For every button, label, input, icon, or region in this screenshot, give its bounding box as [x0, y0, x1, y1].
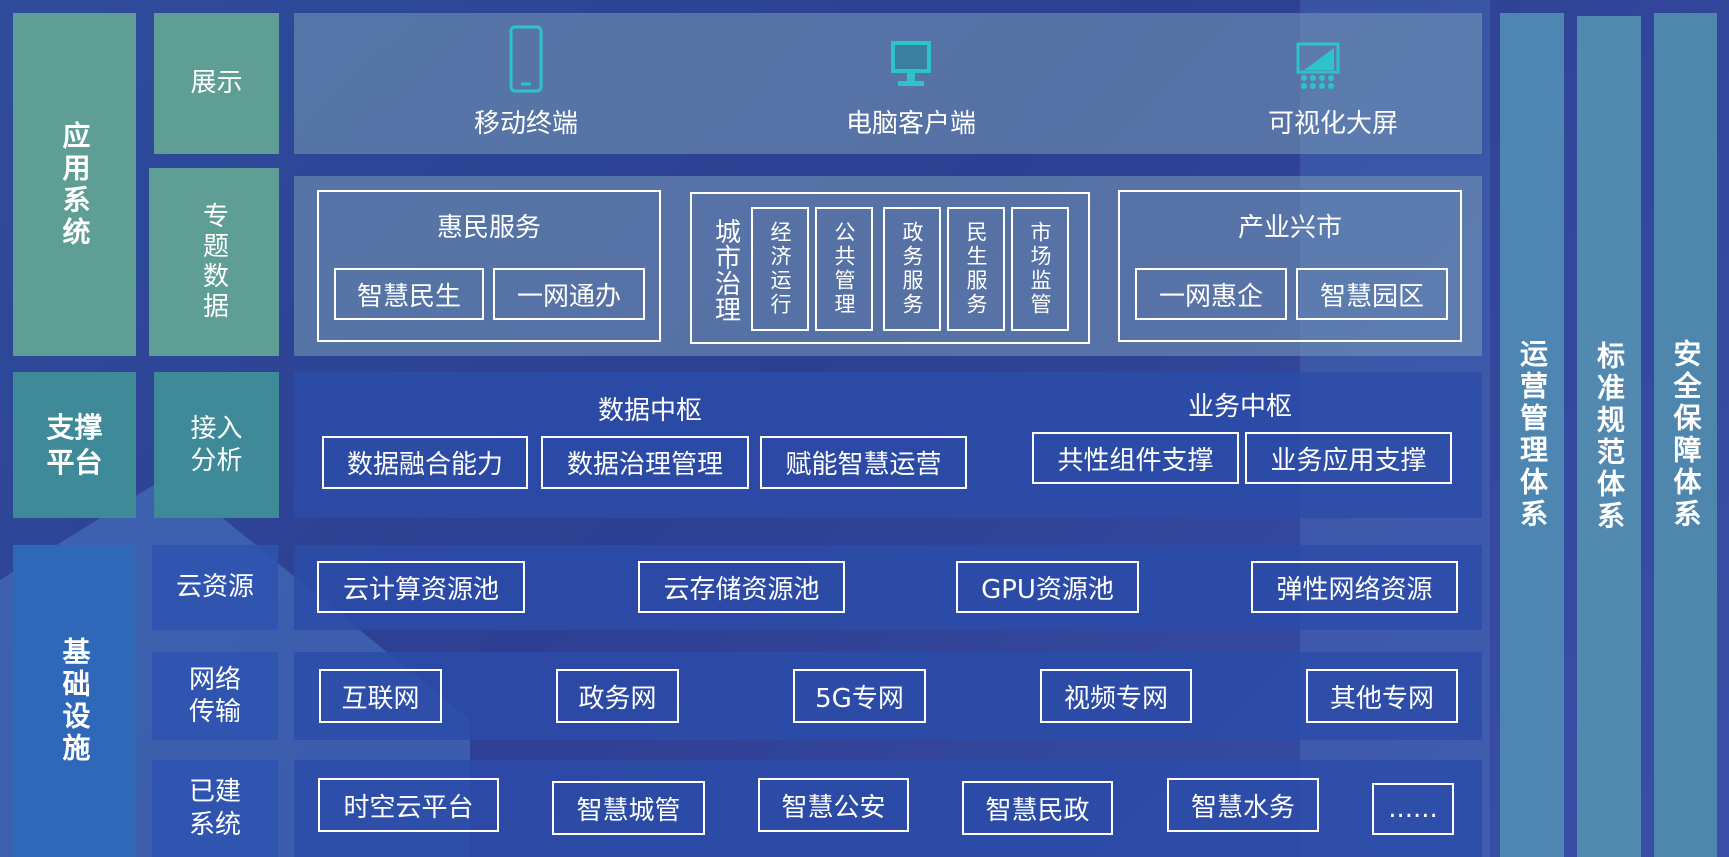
support-panel [294, 372, 1482, 518]
built-item-3: 智慧民政 [962, 781, 1113, 835]
network-item-0: 互联网 [319, 669, 442, 723]
industry-item-0: 一网惠企 [1135, 268, 1287, 320]
layer-support: 支撑平台 [13, 372, 136, 518]
city-item-1: 公共管理 [815, 207, 873, 331]
display-item-bigscreen: 可视化大屏 [1267, 109, 1398, 139]
network-item-4: 其他专网 [1306, 669, 1458, 723]
cloud-item-1: 云存储资源池 [638, 561, 845, 613]
sublabel-topic-data: 专题数据 [149, 168, 279, 356]
city-item-2: 政务服务 [883, 207, 941, 331]
huimin-item-0: 智慧民生 [334, 268, 484, 320]
huimin-title: 惠民服务 [436, 213, 541, 243]
layer-support-text: 支撑平台 [46, 411, 103, 479]
network-item-3: 视频专网 [1040, 669, 1192, 723]
pillar-operations: 运营管理体系 [1500, 13, 1564, 857]
display-item-mobile: 移动终端 [473, 109, 578, 139]
pillar-standards: 标准规范体系 [1577, 16, 1641, 857]
city-item-0: 经济运行 [751, 207, 809, 331]
industry-item-1: 智慧园区 [1296, 268, 1448, 320]
data-hub-item-2: 赋能智慧运营 [760, 436, 967, 489]
network-panel [294, 652, 1482, 740]
network-item-2: 5G专网 [793, 669, 926, 723]
sublabel-display: 展示 [154, 13, 279, 154]
display-panel [294, 13, 1482, 154]
huimin-item-1: 一网通办 [493, 268, 645, 320]
biz-hub-item-0: 共性组件支撑 [1032, 432, 1239, 484]
big-screen-icon [1296, 42, 1340, 89]
biz-hub-item-1: 业务应用支撑 [1245, 432, 1452, 484]
city-group [690, 192, 1090, 344]
city-item-4: 市场监管 [1011, 207, 1069, 331]
city-title: 城市治理 [710, 218, 741, 322]
built-item-more: ...... [1372, 783, 1454, 835]
built-panel [294, 760, 1482, 857]
desktop-monitor-icon [891, 41, 931, 86]
topic-panel [294, 176, 1482, 356]
sublabel-built: 已建 系统 [152, 760, 278, 857]
huimin-group [317, 190, 661, 342]
built-item-1: 智慧城管 [552, 781, 705, 835]
cloud-item-3: 弹性网络资源 [1251, 561, 1458, 613]
mobile-phone-icon [509, 25, 543, 93]
display-item-desktop: 电脑客户端 [845, 109, 976, 139]
city-item-3: 民生服务 [947, 207, 1005, 331]
data-hub-title: 数据中枢 [597, 396, 702, 426]
industry-group [1118, 190, 1462, 342]
sublabel-access-analysis: 接入 分析 [154, 372, 279, 518]
layer-application: 应用系统 [13, 13, 136, 356]
cloud-item-0: 云计算资源池 [317, 561, 525, 613]
built-item-2: 智慧公安 [758, 778, 909, 832]
sublabel-topic-data-text: 专题数据 [198, 202, 229, 322]
built-item-0: 时空云平台 [318, 778, 499, 832]
sublabel-network: 网络 传输 [152, 652, 278, 740]
industry-title: 产业兴市 [1237, 213, 1342, 243]
built-item-4: 智慧水务 [1167, 778, 1319, 832]
network-item-1: 政务网 [556, 669, 679, 723]
cloud-item-2: GPU资源池 [956, 561, 1139, 613]
biz-hub-title: 业务中枢 [1187, 392, 1292, 422]
sublabel-cloud: 云资源 [152, 545, 278, 630]
data-hub-item-0: 数据融合能力 [322, 436, 528, 489]
pillar-security: 安全保障体系 [1654, 13, 1717, 857]
data-hub-item-1: 数据治理管理 [541, 436, 749, 489]
layer-infrastructure: 基础设施 [13, 545, 136, 857]
cloud-panel [294, 545, 1482, 630]
